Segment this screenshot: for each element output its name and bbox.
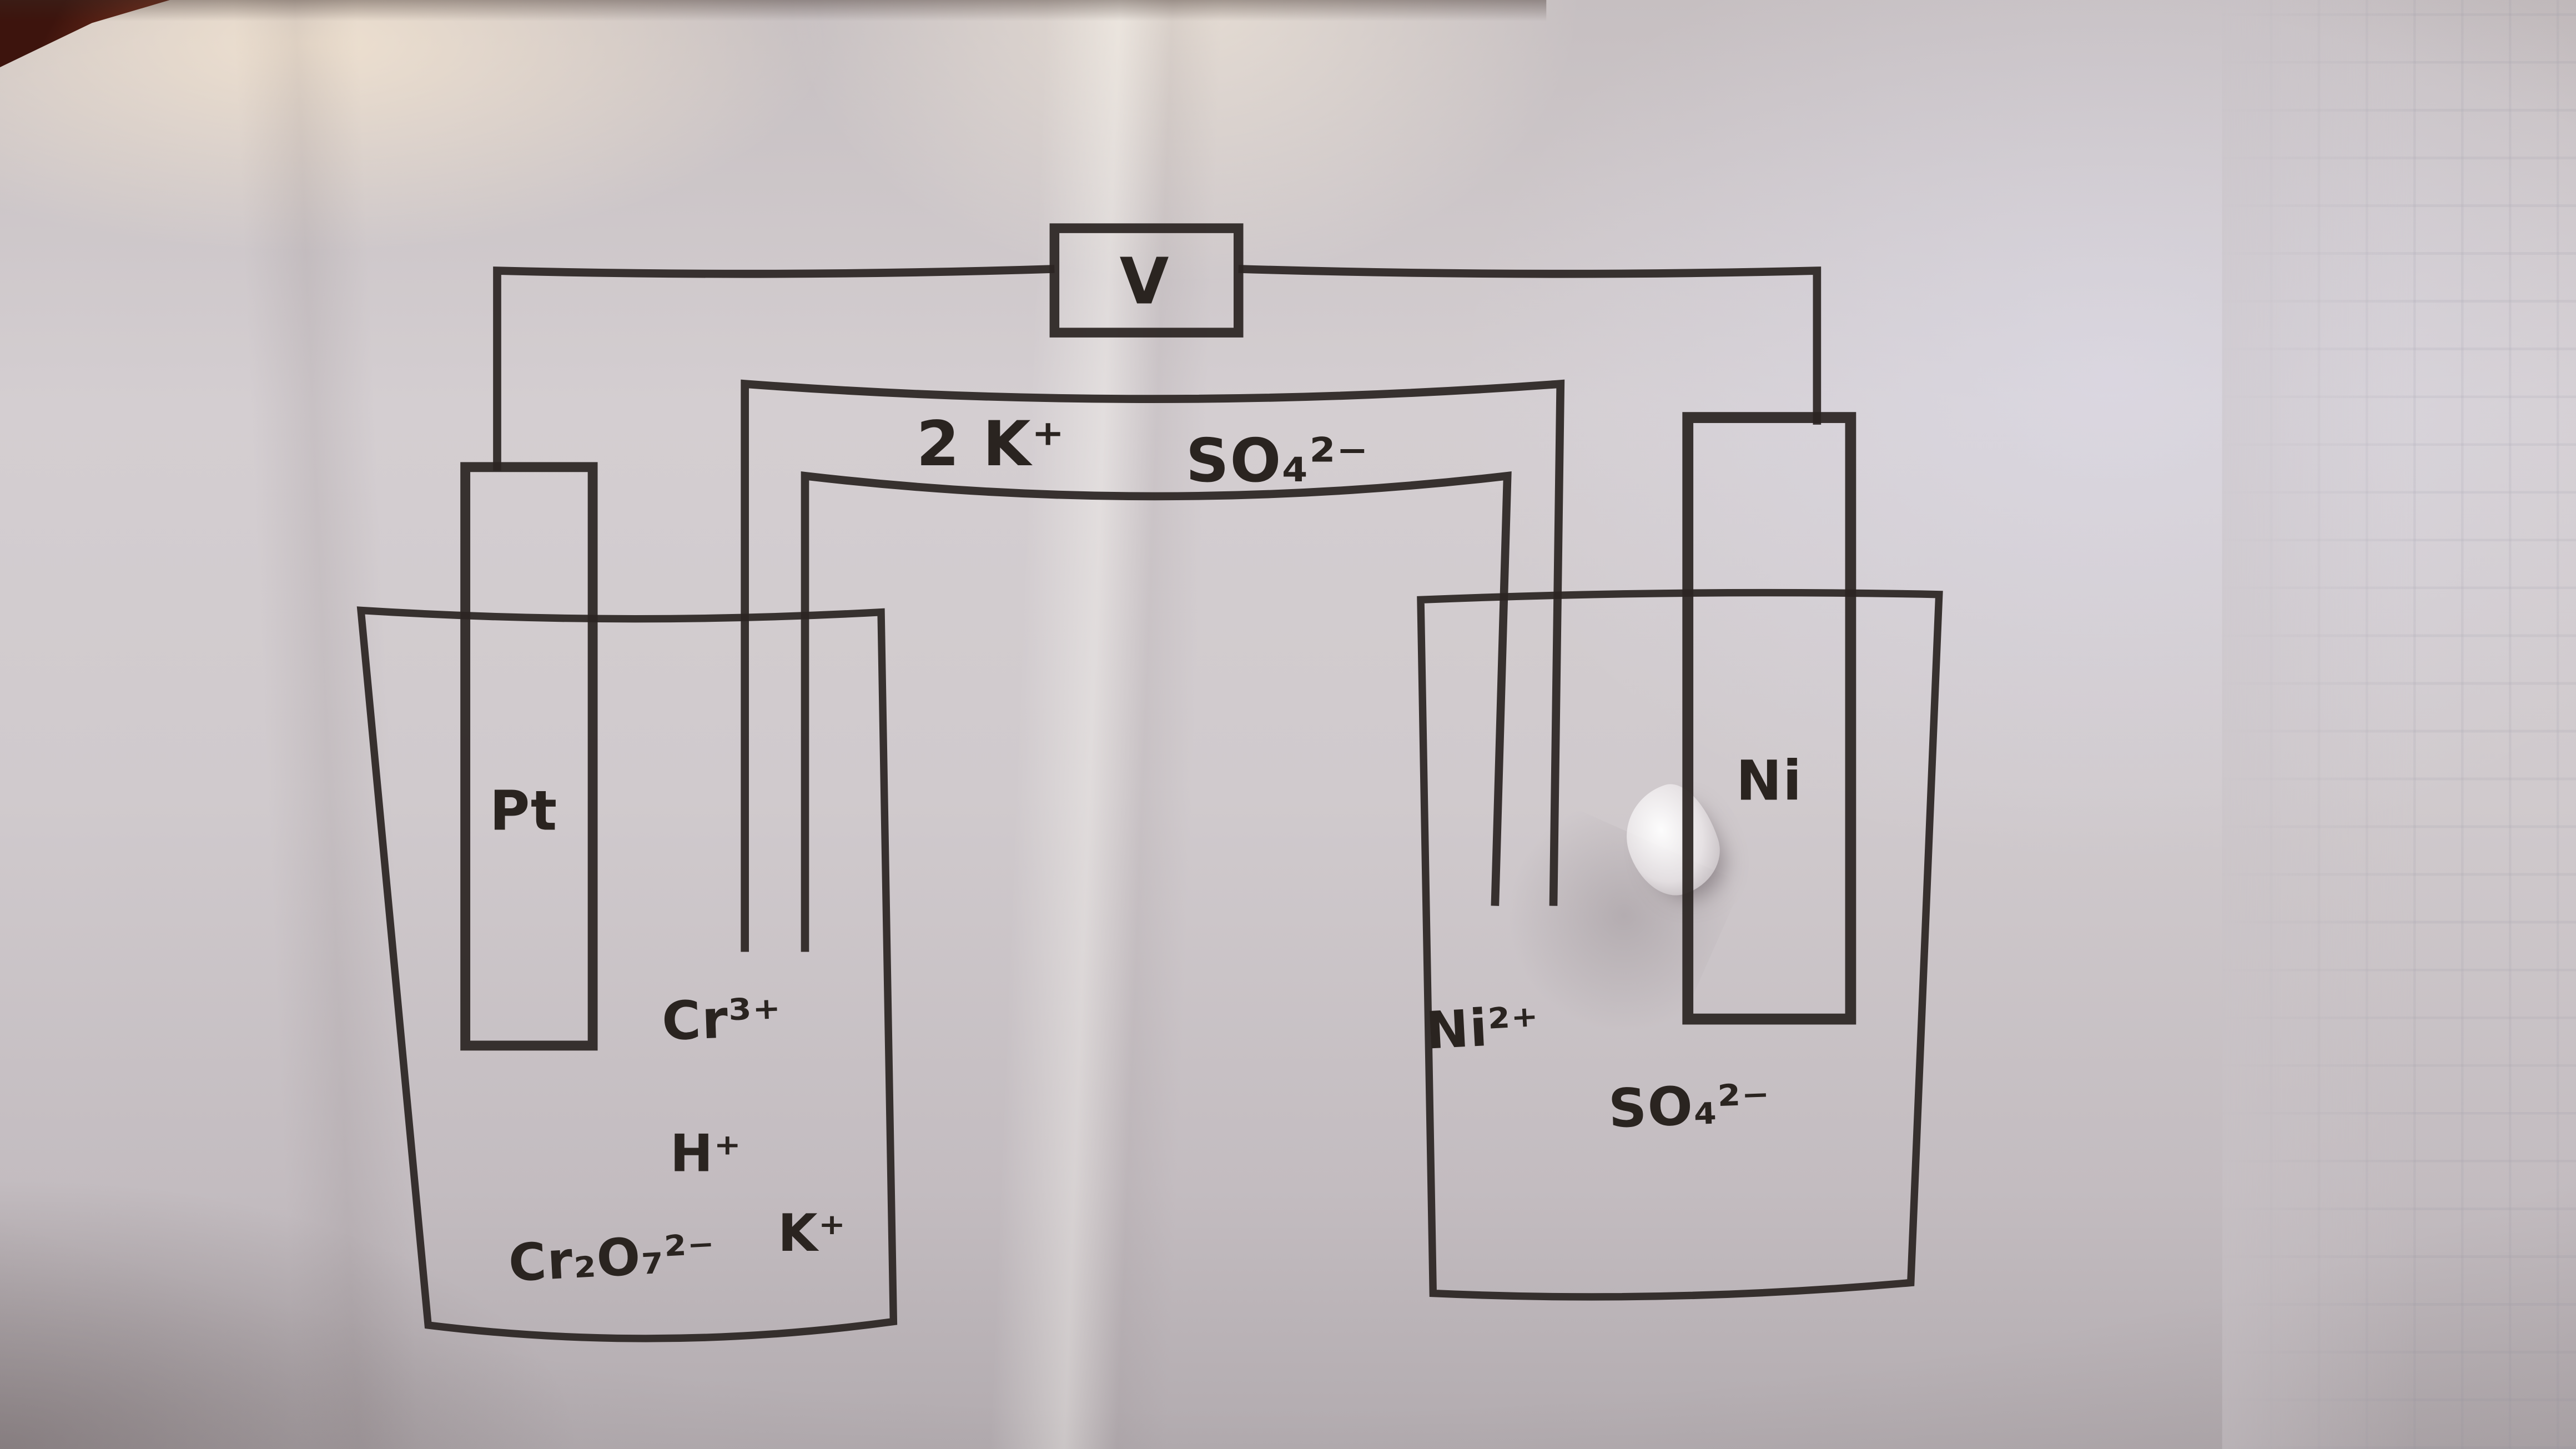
ni-electrode bbox=[1682, 412, 1856, 1025]
wire-right bbox=[1238, 265, 1822, 425]
sulfate-ion-label: SO₄²⁻ bbox=[1607, 1074, 1772, 1141]
voltmeter-box bbox=[1049, 223, 1244, 338]
pt-electrode-label: Pt bbox=[489, 780, 558, 844]
left-beaker bbox=[356, 606, 898, 1342]
salt-bridge-cation-label: 2 K⁺ bbox=[916, 410, 1065, 481]
salt-bridge-outer bbox=[741, 379, 1565, 952]
graph-paper-texture bbox=[2222, 0, 2576, 1449]
salt-bridge-inner bbox=[801, 471, 1512, 952]
wire-left bbox=[493, 265, 1055, 471]
dichromate-ion-label: Cr₂O₇²⁻ bbox=[507, 1222, 717, 1294]
voltmeter-label: V bbox=[1119, 246, 1170, 320]
chromium-ion-label: Cr³⁺ bbox=[661, 988, 783, 1054]
right-beaker bbox=[1417, 588, 1943, 1301]
potassium-ion-label: K⁺ bbox=[777, 1203, 847, 1264]
pt-electrode bbox=[460, 462, 598, 1051]
hydrogen-ion-label: H⁺ bbox=[670, 1123, 742, 1184]
salt-bridge-anion-label: SO₄²⁻ bbox=[1185, 426, 1369, 497]
ni-electrode-label: Ni bbox=[1735, 750, 1803, 814]
nickel-ion-label: Ni²⁺ bbox=[1424, 995, 1541, 1061]
